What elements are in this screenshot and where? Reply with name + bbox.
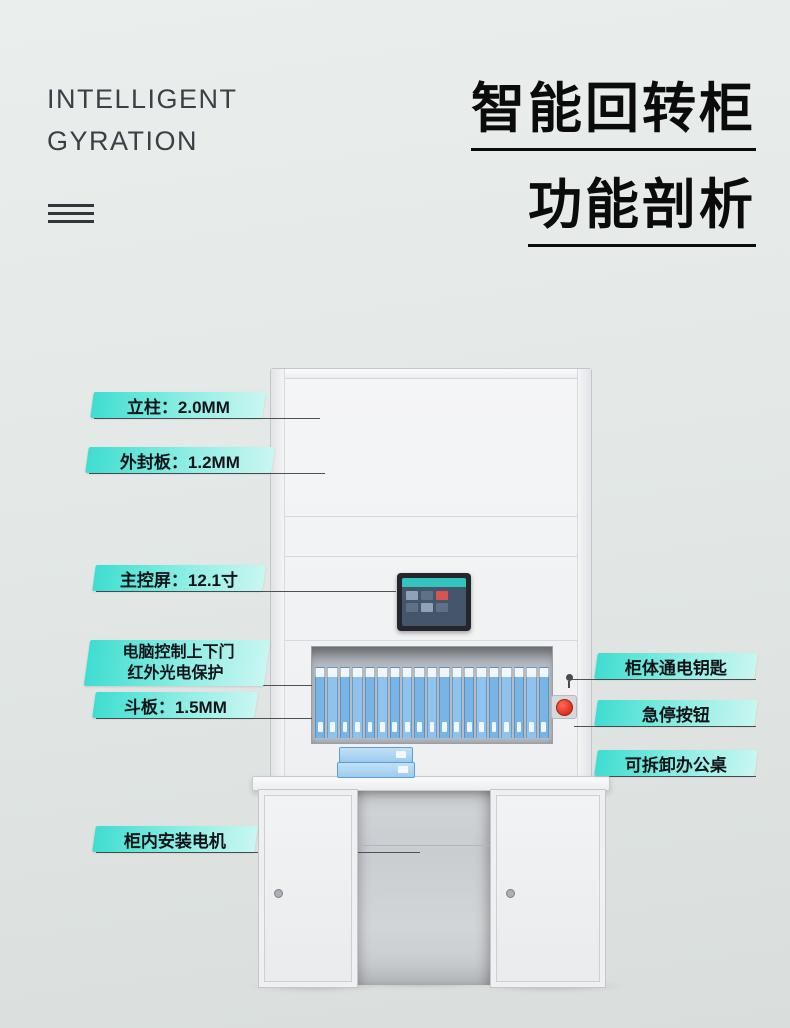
page-title: 智能回转柜 功能剖析 — [471, 64, 756, 256]
right-pedestal-door — [496, 795, 600, 982]
screen-header-bar — [402, 578, 466, 587]
file-box — [337, 762, 415, 778]
binder-spine — [352, 667, 363, 739]
brand-text: INTELLIGENT GYRATION — [47, 78, 238, 162]
left-pedestal-door — [264, 795, 352, 982]
callout-line — [89, 473, 325, 474]
binder-spine — [439, 667, 450, 739]
binder-spine — [476, 667, 487, 739]
callout-column-thickness: 立柱：2.0MM — [90, 392, 266, 418]
binder-spine — [451, 667, 463, 739]
binder-spine — [401, 667, 413, 739]
title-line2: 功能剖析 — [528, 160, 756, 247]
desk-top — [252, 776, 610, 791]
power-key-icon — [566, 674, 573, 688]
callout-internal-motor: 柜内安装电机 — [92, 826, 258, 852]
callout-line — [574, 726, 756, 727]
title-line1: 智能回转柜 — [471, 64, 756, 151]
desk-right-pedestal — [490, 789, 606, 988]
callout-label: 电脑控制上下门 — [122, 644, 235, 661]
binder-row — [315, 667, 550, 739]
binder-spine — [364, 667, 376, 739]
callout-main-screen: 主控屏：12.1寸 — [92, 565, 266, 591]
cabinet-base-recess — [356, 789, 490, 985]
cabinet-top-cap — [271, 369, 591, 379]
binder-spine — [389, 667, 400, 739]
binder-spine — [339, 667, 351, 739]
screen-tiles — [402, 587, 466, 616]
binder-spine — [513, 667, 525, 739]
callout-label: 立柱：2.0MM — [126, 397, 230, 417]
cabinet-left-column — [271, 369, 285, 789]
callout-emergency-stop: 急停按钮 — [594, 700, 758, 726]
binder-spine — [315, 667, 326, 739]
left-door-keyhole — [274, 889, 283, 898]
binder-spine — [327, 667, 338, 739]
binder-spine — [526, 667, 537, 739]
callout-line — [572, 679, 756, 680]
cabinet-body — [270, 368, 592, 790]
callout-line — [96, 591, 396, 592]
base-seam — [356, 845, 490, 846]
callout-line — [572, 776, 756, 777]
callout-tray-plate: 斗板：1.5MM — [92, 692, 258, 718]
binder-spine — [377, 667, 388, 739]
brand-bars-icon — [48, 204, 94, 228]
callout-label: 柜体通电钥匙 — [625, 658, 727, 678]
brand-line2: GYRATION — [47, 126, 199, 156]
right-door-keyhole — [506, 889, 515, 898]
cabinet-seam — [284, 556, 578, 557]
binder-spine — [488, 667, 500, 739]
callout-label: 红外光电保护 — [127, 665, 224, 682]
emergency-stop-mount — [551, 695, 577, 719]
binder-spine — [464, 667, 475, 739]
binder-spine — [501, 667, 512, 739]
cabinet-right-column — [577, 369, 591, 789]
callout-label: 可拆卸办公桌 — [625, 755, 727, 775]
callout-power-key: 柜体通电钥匙 — [594, 653, 758, 679]
brand-line1: INTELLIGENT — [47, 84, 238, 114]
callout-label: 急停按钮 — [642, 705, 710, 725]
callout-label: 柜内安装电机 — [124, 831, 226, 851]
callout-detachable-desk: 可拆卸办公桌 — [594, 750, 758, 776]
callout-label: 斗板：1.5MM — [123, 697, 227, 717]
callout-outer-panel: 外封板：1.2MM — [85, 447, 275, 473]
file-compartment — [311, 646, 553, 744]
callout-label: 主控屏：12.1寸 — [119, 570, 239, 590]
control-screen — [397, 573, 471, 631]
callout-label: 外封板：1.2MM — [120, 452, 240, 472]
callout-line — [94, 418, 320, 419]
callout-door-control: 电脑控制上下门 红外光电保护 — [83, 640, 271, 686]
emergency-stop-button — [556, 699, 573, 716]
cabinet-seam — [284, 516, 578, 517]
binder-spine — [538, 667, 550, 739]
cabinet-seam — [284, 640, 578, 641]
binder-spine — [426, 667, 438, 739]
desk-left-pedestal — [258, 789, 358, 988]
control-screen-display — [402, 578, 466, 626]
file-box — [339, 747, 413, 763]
callout-line — [96, 718, 312, 719]
binder-spine — [414, 667, 425, 739]
